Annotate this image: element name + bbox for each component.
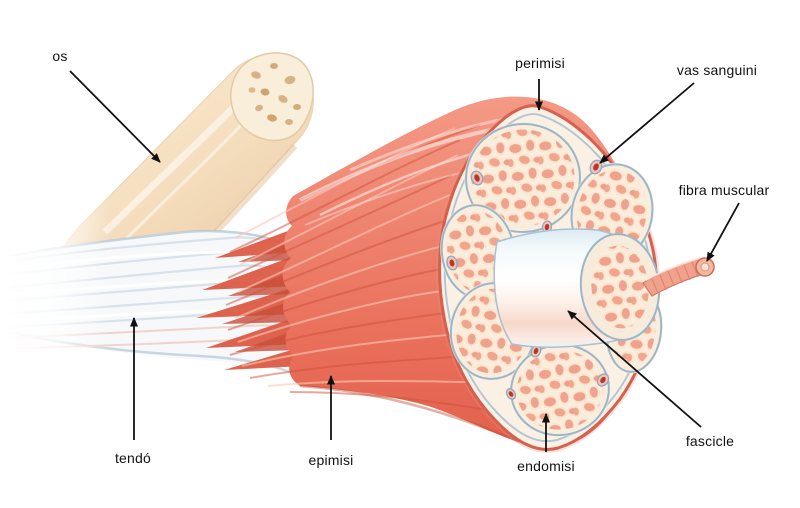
label-endomisi: endomisi bbox=[517, 458, 575, 474]
label-fibra-muscular: fibra muscular bbox=[678, 182, 770, 198]
label-epimisi: epimisi bbox=[308, 452, 354, 468]
label-os: os bbox=[52, 48, 68, 64]
muscle-fiber-illustration bbox=[642, 257, 715, 297]
blood-vessel bbox=[446, 255, 458, 271]
label-perimisi: perimisi bbox=[515, 55, 565, 71]
label-vas-sanguini: vas sanguini bbox=[676, 62, 758, 78]
blood-vessel bbox=[505, 388, 517, 400]
label-fascicle: fascicle bbox=[685, 433, 735, 449]
label-tendo: tendó bbox=[114, 450, 152, 466]
arrow-vas-sanguini bbox=[599, 82, 695, 164]
blood-vessel bbox=[470, 170, 484, 186]
fascicle-pullout-illustration bbox=[493, 228, 715, 348]
blood-vessels bbox=[446, 159, 610, 400]
arrow-os bbox=[69, 70, 161, 163]
blood-vessel bbox=[530, 344, 542, 358]
muscle-striations-light bbox=[234, 127, 481, 387]
left-fade bbox=[0, 150, 110, 410]
arrow-fascicle bbox=[567, 310, 702, 428]
arrow-fibra-muscular bbox=[706, 202, 740, 262]
annotation-arrows bbox=[69, 70, 740, 452]
blood-vessel bbox=[596, 373, 610, 387]
bone-cross-cut bbox=[230, 52, 314, 142]
fascicle-top bbox=[464, 122, 582, 234]
blood-vessel bbox=[589, 159, 603, 175]
